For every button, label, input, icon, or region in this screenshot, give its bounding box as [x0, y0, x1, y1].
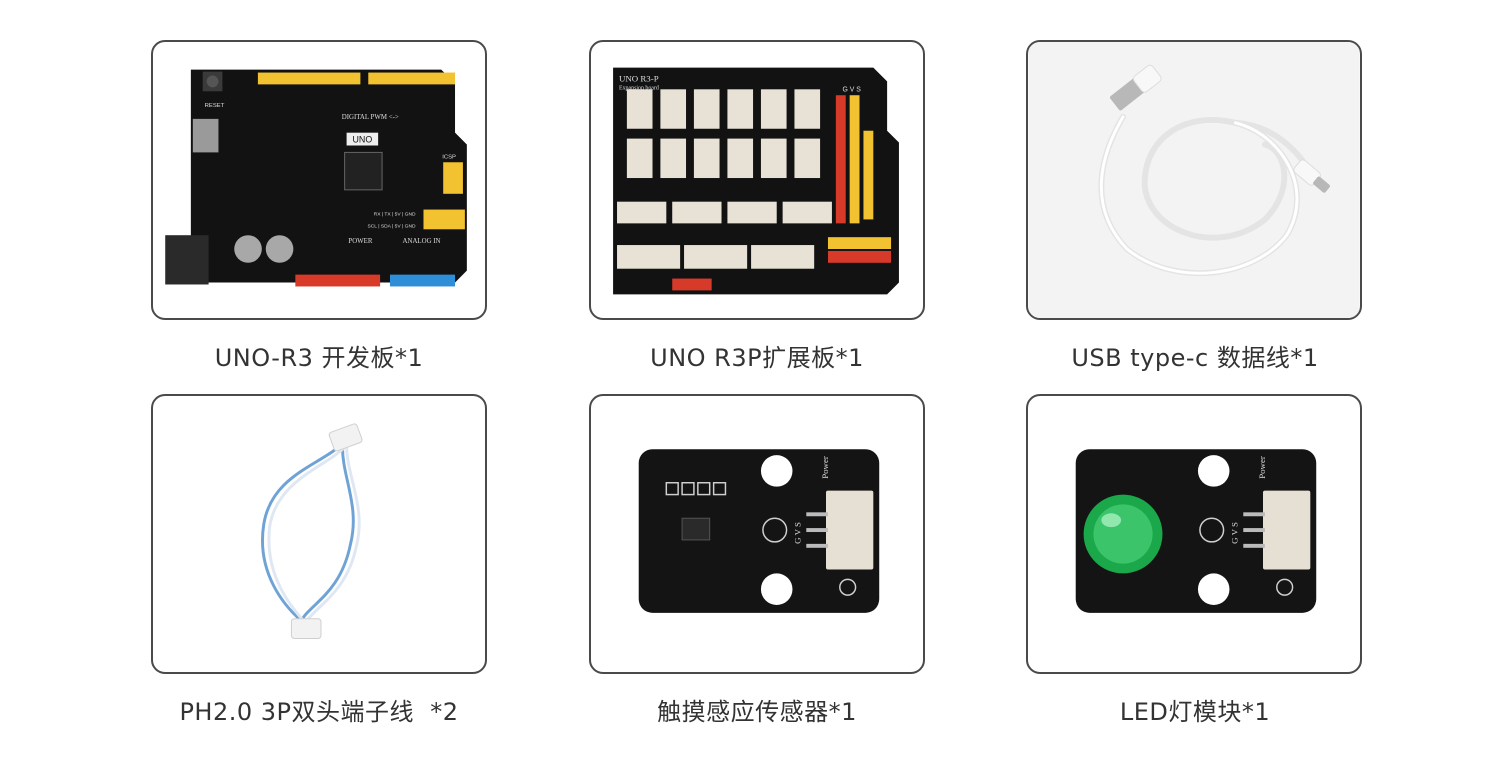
- led-power-label: Power: [1257, 456, 1267, 479]
- product-card-ph20-cable: [151, 394, 487, 674]
- caption-led-module: LED灯模块*1: [1119, 698, 1271, 726]
- product-card-touch-sensor: Power G V S: [589, 394, 925, 674]
- digital-label: DIGITAL PWM <->: [342, 114, 399, 121]
- product-card-usb-cable: [1026, 40, 1362, 320]
- caption-touch-sensor: 触摸感应传感器*1: [657, 698, 857, 726]
- caption-uno-r3: UNO-R3 开发板*1: [214, 344, 424, 372]
- uno-chip-label: UNO: [353, 135, 373, 145]
- analog-label: ANALOG IN: [403, 238, 441, 245]
- power-label: POWER: [348, 238, 372, 245]
- reset-label: RESET: [205, 103, 225, 109]
- icsp-label: ICSP: [442, 154, 456, 160]
- caption-usb-cable: USB type-c 数据线*1: [1071, 344, 1319, 372]
- i2c-label: SCL | SDA | 5V | GND: [368, 223, 417, 229]
- expansion-title: UNO R3-P: [619, 73, 659, 83]
- serial-label: RX | TX | 5V | GND: [374, 211, 416, 217]
- product-card-r3p-expansion: UNO R3-P Expansion board G V S: [589, 40, 925, 320]
- touch-power-label: Power: [820, 456, 830, 479]
- touch-pin-label: G V S: [792, 522, 802, 544]
- caption-r3p-expansion: UNO R3P扩展板*1: [650, 344, 864, 372]
- ph20-cable-image: [261, 423, 363, 639]
- led-pin-label: G V S: [1229, 522, 1239, 544]
- expansion-subtitle: Expansion board: [619, 85, 659, 91]
- touch-sensor-image: Power G V S: [638, 449, 880, 613]
- led-module-image: Power G V S: [1075, 449, 1317, 613]
- uno-r3-board-image: UNO RESET DIGITAL PWM <-> ICSP POWER ANA…: [165, 69, 467, 287]
- expansion-pin-label: G V S: [842, 86, 861, 93]
- usb-cable-image: [1028, 42, 1360, 318]
- product-card-led-module: Power G V S: [1026, 394, 1362, 674]
- product-card-uno-r3: UNO RESET DIGITAL PWM <-> ICSP POWER ANA…: [151, 40, 487, 320]
- expansion-board-image: UNO R3-P Expansion board G V S: [613, 67, 899, 295]
- caption-ph20-cable: PH2.0 3P双头端子线 *2: [179, 698, 459, 726]
